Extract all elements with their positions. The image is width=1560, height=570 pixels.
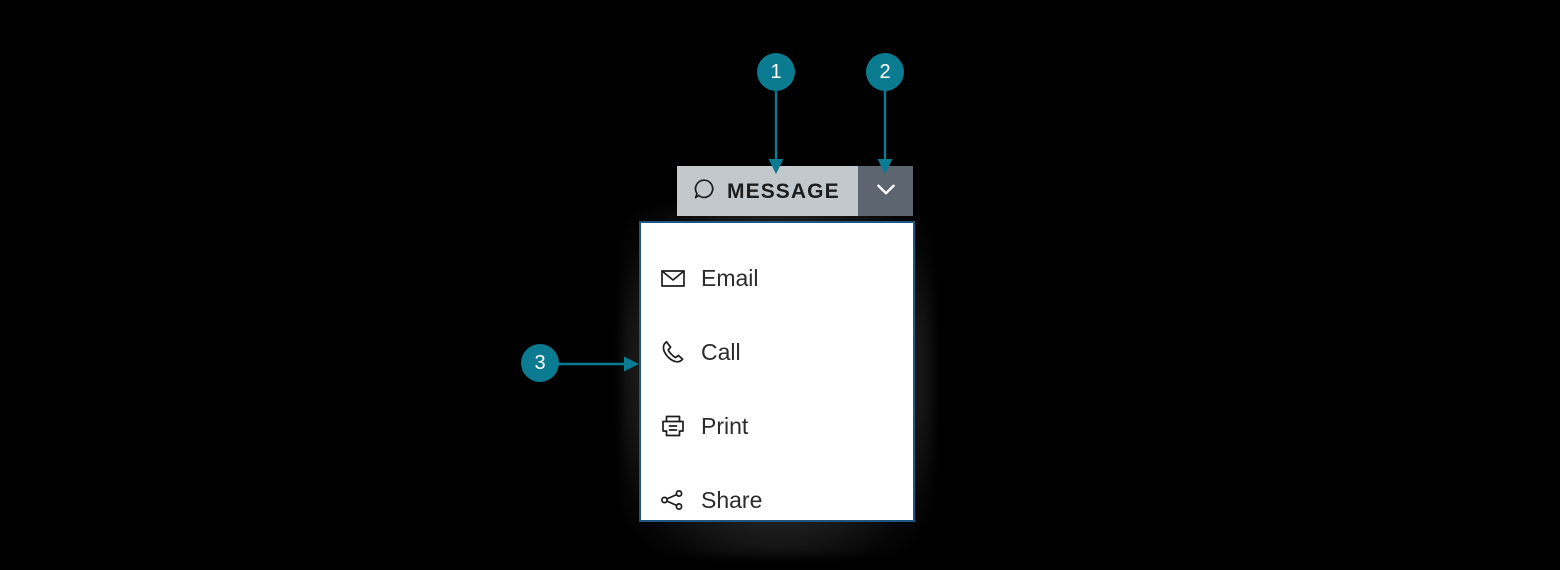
envelope-icon bbox=[659, 264, 687, 292]
callout-badge-number: 2 bbox=[879, 61, 891, 83]
phone-icon bbox=[659, 338, 687, 366]
menu-item-label: Email bbox=[701, 264, 759, 291]
dropdown-menu: Email Call bbox=[639, 221, 915, 522]
split-button: MESSAGE bbox=[677, 166, 913, 216]
menu-item-label: Call bbox=[701, 338, 741, 365]
callout-badge-1: 1 bbox=[757, 53, 795, 91]
callout-badge-number: 1 bbox=[770, 61, 782, 83]
menu-item-email[interactable]: Email bbox=[641, 241, 913, 315]
menu-item-call[interactable]: Call bbox=[641, 315, 913, 389]
chevron-down-icon bbox=[873, 176, 899, 207]
callout-badge-number: 3 bbox=[534, 352, 546, 374]
callout-badge-2: 2 bbox=[866, 53, 904, 91]
menu-item-print[interactable]: Print bbox=[641, 389, 913, 463]
menu-item-label: Print bbox=[701, 412, 749, 439]
menu-item-share[interactable]: Share bbox=[641, 463, 913, 537]
dropdown-toggle[interactable] bbox=[858, 166, 913, 216]
printer-icon bbox=[659, 412, 687, 440]
message-button[interactable]: MESSAGE bbox=[677, 166, 858, 216]
message-button-label: MESSAGE bbox=[727, 179, 840, 203]
callout-badge-3: 3 bbox=[521, 344, 559, 382]
share-icon bbox=[659, 486, 687, 514]
dropdown-menu-list: Email Call bbox=[641, 223, 913, 537]
menu-item-label: Share bbox=[701, 486, 763, 513]
speech-bubble-icon bbox=[692, 177, 716, 206]
